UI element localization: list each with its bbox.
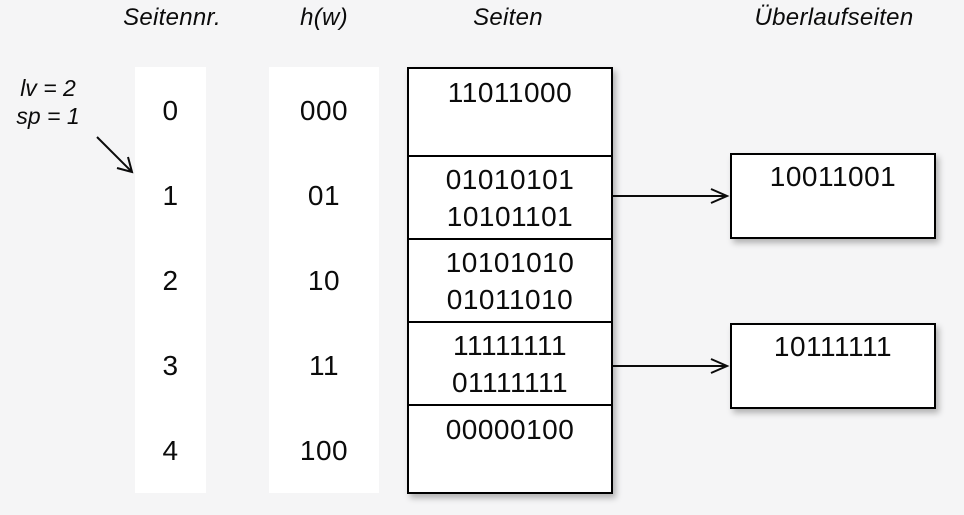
- page-number-0: 0: [162, 94, 179, 126]
- page-number-3: 3: [162, 349, 179, 381]
- page-number-1: 1: [162, 179, 179, 211]
- overflow-entry: 10011001: [769, 161, 897, 192]
- page-cell-0: 11011000: [409, 69, 611, 157]
- page-number-2: 2: [162, 264, 179, 296]
- page-entry: 11111111: [452, 329, 568, 361]
- overflow-entry: 10111111: [773, 331, 893, 362]
- annotation-sp: sp = 1: [16, 103, 80, 129]
- hash-value-2: 10: [307, 264, 341, 296]
- overflow-page-3: 10111111: [730, 323, 936, 409]
- header-overflow-pages: Überlaufseiten: [754, 4, 914, 31]
- page-cell-4: 00000100: [409, 406, 611, 492]
- page-entry: 01011010: [446, 283, 574, 315]
- hash-value-1: 01: [307, 179, 341, 211]
- overflow-page-1: 10011001: [730, 153, 936, 239]
- overflow-arrow-3-icon: [613, 358, 730, 374]
- page-cell-2: 10101010 01011010: [409, 240, 611, 323]
- page-cell-1: 01010101 10101101: [409, 157, 611, 240]
- hash-value-3: 11: [308, 349, 340, 381]
- page-entry: 01010101: [445, 163, 575, 195]
- page-entry: 10101101: [446, 200, 574, 232]
- hash-value-0: 000: [299, 94, 349, 126]
- page-entry: 11011000: [447, 77, 573, 108]
- header-pages: Seiten: [473, 4, 543, 31]
- page-entry: 10101010: [445, 246, 575, 278]
- page-cell-3: 11111111 01111111: [409, 323, 611, 406]
- pages-table: 11011000 01010101 10101101 10101010 0101…: [407, 67, 613, 494]
- hash-column: [269, 67, 379, 493]
- annotation-lv: lv = 2: [20, 75, 76, 101]
- state-annotation: lv = 2 sp = 1: [0, 74, 96, 130]
- page-number-column: [135, 67, 206, 493]
- header-hash-function: h(w): [300, 4, 348, 31]
- page-number-4: 4: [162, 434, 179, 466]
- header-page-number: Seitennr.: [123, 4, 221, 31]
- annotation-arrow-icon: [96, 136, 134, 174]
- hash-value-4: 100: [299, 434, 349, 466]
- overflow-arrow-1-icon: [613, 188, 730, 204]
- page-entry: 01111111: [451, 366, 569, 398]
- page-entry: 00000100: [445, 414, 575, 445]
